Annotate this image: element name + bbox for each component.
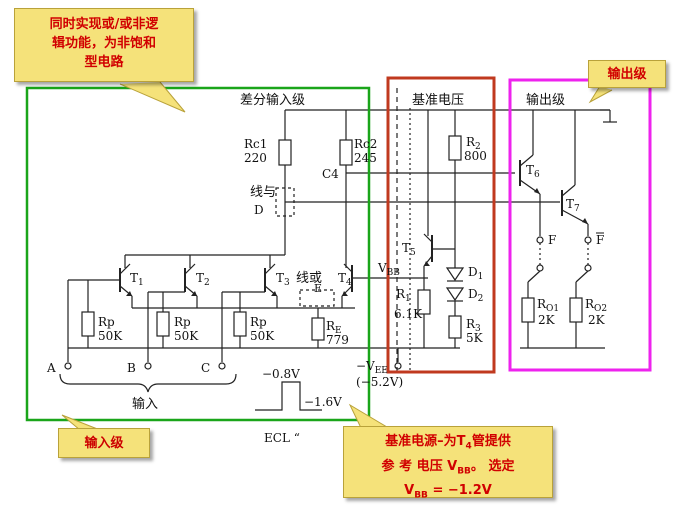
output-stage-box <box>508 78 652 372</box>
resistor-re <box>311 317 325 341</box>
resistor-rp1 <box>81 311 95 337</box>
callout-line: 参 考 电压 VBB。 选定 <box>381 458 515 477</box>
callout-line: 同时实现或/或非逻 <box>49 17 159 32</box>
reference-box <box>386 76 496 374</box>
callout-line: VBB = −1.2V <box>404 483 492 501</box>
vee-terminal <box>394 362 402 370</box>
re-label: RE <box>326 319 342 336</box>
caption-ecl: ECL “ <box>264 431 300 445</box>
t7-label: T7 <box>566 197 580 214</box>
resistor-ro2 <box>569 297 583 323</box>
input-terminal-c <box>218 362 226 370</box>
resistor-rc1 <box>278 139 292 166</box>
node-e: E <box>314 282 322 295</box>
callout-reference-supply: 基准电源–为T4管提供 参 考 电压 VBB。 选定 VBB = −1.2V <box>343 426 553 501</box>
d1-label: D1 <box>468 265 483 282</box>
ro1-label: RO1 <box>537 297 559 314</box>
input-stage-box <box>25 86 371 422</box>
r1-label: R1 <box>396 287 411 304</box>
rc2-value: 245 <box>354 151 377 165</box>
rp3-label: Rp <box>250 315 267 329</box>
output-fbar-label: F <box>596 233 604 247</box>
section-title-output: 输出级 <box>526 92 565 108</box>
callout-pointer-topleft <box>119 81 186 113</box>
callout-non-saturated: 同时实现或/或非逻 辑功能，为非饱和 型电路 <box>14 8 194 82</box>
node-c4: C4 <box>322 167 339 181</box>
r3-value: 5K <box>466 331 484 345</box>
resistor-r2 <box>448 135 462 161</box>
t6-label: T6 <box>526 163 540 180</box>
callout-line: 辑功能，为非饱和 <box>51 36 156 51</box>
rp2-label: Rp <box>174 315 191 329</box>
input-a-label: A <box>46 361 56 375</box>
ro2-value: 2K <box>588 313 606 327</box>
resistor-r3 <box>448 315 462 339</box>
section-title-reference: 基准电压 <box>412 93 464 108</box>
t5-label: T5 <box>402 241 416 258</box>
input-c-label: C <box>201 361 210 375</box>
input-pulse-waveform <box>255 381 322 411</box>
wire-or-label: 线或 <box>296 271 322 286</box>
output-f-label: F <box>548 233 556 247</box>
resistor-ro1 <box>521 297 535 323</box>
callout-line: 基准电源–为T4管提供 <box>385 434 511 452</box>
wire-or-box <box>299 289 335 307</box>
rc2-label: Rc2 <box>354 137 377 151</box>
r3-label: R3 <box>466 317 481 334</box>
input-terminal-b <box>144 362 152 370</box>
ro2-label: RO2 <box>585 297 607 314</box>
rc1-value: 220 <box>244 151 267 165</box>
inputs-label: 输入 <box>132 396 158 412</box>
vee-label: −VEE <box>356 359 388 376</box>
pulse-low-label: −1.6V <box>304 395 342 409</box>
re-value: 779 <box>326 333 349 347</box>
rp2-value: 50K <box>174 329 199 343</box>
output-terminal-f <box>536 236 544 244</box>
r2-label: R2 <box>466 135 481 152</box>
callout-line: 型电路 <box>84 55 124 70</box>
t3-label: T3 <box>276 271 290 288</box>
r1-value: 6.1K <box>394 307 423 321</box>
rp1-label: Rp <box>98 315 115 329</box>
rp1-value: 50K <box>98 329 123 343</box>
rc1-label: Rc1 <box>244 137 267 151</box>
rp3-value: 50K <box>250 329 275 343</box>
input-terminal-a <box>64 362 72 370</box>
input-b-label: B <box>127 361 136 375</box>
wire-and-label: 线与 <box>250 185 276 200</box>
t1-label: T1 <box>130 271 144 288</box>
ro1-value: 2K <box>538 313 556 327</box>
vbb-label: VBB <box>377 261 400 278</box>
diode-d2 <box>445 287 465 302</box>
node-d: D <box>254 203 264 217</box>
t4-label: T4 <box>338 271 352 288</box>
resistor-rp3 <box>233 311 247 337</box>
inputs-brace <box>59 373 237 393</box>
resistor-rc2 <box>339 139 353 166</box>
callout-input-stage: 输入级 <box>58 428 150 458</box>
d2-label: D2 <box>468 287 483 304</box>
resistor-rp2 <box>156 311 170 337</box>
pulse-high-label: −0.8V <box>262 367 300 381</box>
diode-d1 <box>445 267 465 282</box>
vee-value: (−5.2V) <box>356 375 403 389</box>
callout-output-stage: 输出级 <box>588 60 666 88</box>
r2-value: 800 <box>464 149 487 163</box>
t2-label: T2 <box>196 271 210 288</box>
output-terminal-fbar <box>584 236 592 244</box>
section-title-diff-input: 差分输入级 <box>240 92 305 108</box>
